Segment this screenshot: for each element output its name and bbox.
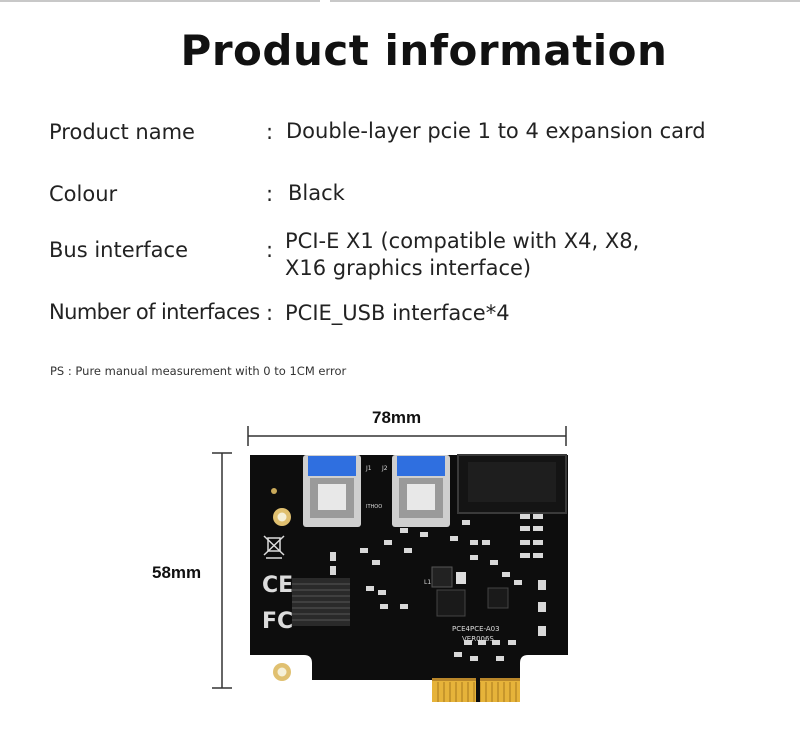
height-dimension-label: 58mm bbox=[152, 563, 202, 582]
spec-label-number-of-interfaces: Number of interfaces bbox=[49, 300, 260, 324]
width-dimension-label: 78mm bbox=[372, 408, 422, 427]
fcc-mark-icon: FC bbox=[262, 609, 293, 634]
spec-value-colour: Black bbox=[288, 181, 345, 205]
spec-colon: : bbox=[266, 238, 274, 262]
top-divider-left bbox=[0, 0, 320, 2]
mounting-hole-top bbox=[273, 508, 291, 526]
usb-port-2 bbox=[392, 455, 450, 527]
capacitor bbox=[456, 572, 466, 584]
smd-components bbox=[330, 514, 546, 661]
spec-label-colour: Colour bbox=[49, 182, 118, 206]
controller-chip bbox=[436, 589, 466, 617]
silk-j2: J2 bbox=[381, 465, 388, 472]
measurement-note: PS : Pure manual measurement with 0 to 1… bbox=[50, 364, 347, 378]
spec-colon: : bbox=[266, 301, 274, 325]
board-version-label: VER006S bbox=[462, 635, 494, 643]
spec-colon: : bbox=[266, 120, 274, 144]
spec-colon: : bbox=[266, 182, 274, 206]
board-model-label: PCE4PCE-A03 bbox=[452, 625, 500, 633]
spec-value-product-name: Double-layer pcie 1 to 4 expansion card bbox=[286, 119, 706, 143]
width-dimension-line bbox=[247, 426, 567, 446]
silk-mark: ITHOO bbox=[366, 504, 382, 510]
pcie-edge-connector bbox=[432, 678, 520, 702]
via-pad bbox=[271, 488, 277, 494]
spec-value-bus-interface: PCI-E X1 (compatible with X4, X8, X16 gr… bbox=[285, 229, 640, 280]
regulator-chip bbox=[487, 587, 509, 609]
silk-l1: L1 bbox=[424, 579, 431, 586]
usb-port-1 bbox=[303, 455, 361, 527]
weee-icon bbox=[263, 535, 285, 559]
page-title: Product information bbox=[180, 26, 668, 75]
power-connector bbox=[457, 454, 567, 514]
mounting-hole-bottom bbox=[273, 663, 291, 681]
spec-label-product-name: Product name bbox=[49, 120, 195, 144]
spec-value-number-of-interfaces: PCIE_USB interface*4 bbox=[285, 301, 510, 325]
silk-j1: J1 bbox=[365, 465, 372, 472]
heatsink bbox=[292, 578, 350, 626]
top-divider bbox=[0, 0, 800, 3]
spec-label-bus-interface: Bus interface bbox=[49, 238, 188, 262]
inductor bbox=[431, 566, 453, 588]
ce-mark-icon: CE bbox=[262, 573, 293, 598]
height-dimension-line bbox=[212, 452, 232, 689]
top-divider-right bbox=[330, 0, 800, 2]
